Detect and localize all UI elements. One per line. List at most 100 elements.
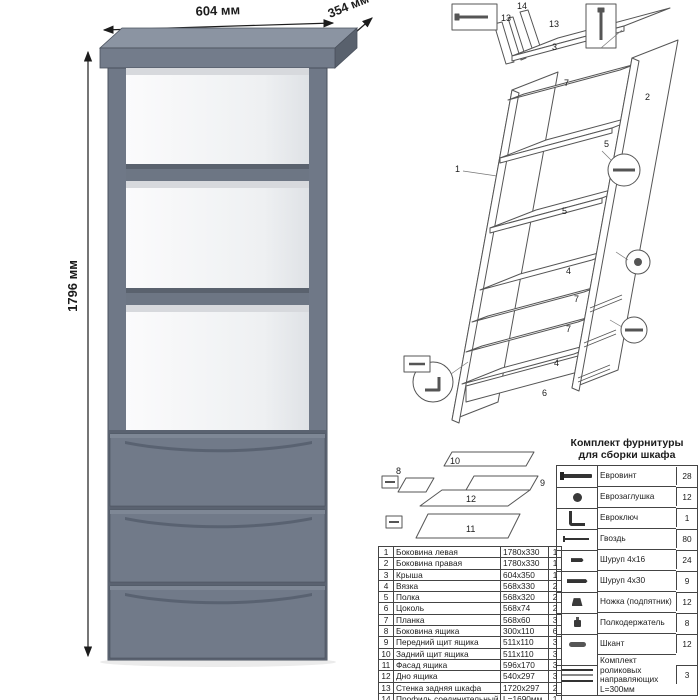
width-dimension-label: 604 мм [195, 2, 240, 19]
shelf [126, 164, 309, 188]
part-name: Профиль соединительный [393, 692, 500, 700]
part-qty: 3 [548, 613, 561, 626]
hardware-name: Шуруп 4x30 [597, 570, 676, 592]
exploded-assembly-diagram: 13 14 13 3 7 2 5 1 5 4 7 7 4 6 10 8 9 12… [381, 1, 679, 539]
top-inner-shadow [126, 68, 309, 75]
part-size: 1780x330 [500, 547, 548, 558]
part-name: Боковина ящика [393, 625, 500, 637]
hardware-icon-cell [557, 467, 597, 485]
part-number-label: 8 [396, 466, 401, 476]
part-number-label: 5 [604, 139, 609, 149]
parts-row: 10 Задний щит ящика 511x110 3 [379, 647, 561, 659]
hardware-row: Гвоздь 80 [557, 528, 697, 550]
hardware-icon-cell [557, 529, 597, 548]
part-number: 14 [379, 692, 393, 700]
hardware-icon-cell [557, 665, 597, 684]
cabinet-top-front [99, 47, 336, 69]
part-name: Дно ящика [393, 670, 500, 682]
part-size: 568x320 [500, 591, 548, 603]
hardware-qty: 9 [676, 571, 697, 591]
euroscrew-callout-circle [607, 153, 641, 187]
parts-row: 14 Профиль соединительный L=1690мм 1 [379, 692, 561, 700]
parts-row: 12 Дно ящика 540x297 3 [379, 670, 561, 682]
part-number-label: 6 [542, 388, 547, 398]
part-qty: 3 [548, 636, 561, 648]
hardware-name: Гвоздь [597, 528, 676, 550]
part-number-labels: 13 14 13 3 7 2 5 1 5 4 7 7 4 6 [455, 1, 650, 398]
part-size: 1720x297 [500, 681, 548, 693]
hardware-name: Комплект роликовых направляющих L=300мм [597, 654, 676, 696]
hardware-name: Шуруп 4x16 [597, 549, 676, 571]
part-number: 11 [379, 658, 393, 670]
hardware-row: Шуруп 4x30 9 [557, 570, 697, 592]
hardware-icon-cell [557, 487, 597, 506]
roller-guides-icon [561, 668, 593, 682]
part-number: 7 [379, 613, 393, 625]
part-name: Вязка [393, 579, 500, 592]
parts-row: 11 Фасад ящика 596x170 3 [379, 658, 561, 671]
part-number-label: 12 [466, 494, 476, 504]
part-number: 2 [379, 557, 393, 568]
hardware-kit-panel: Комплект фурнитуры для сборки шкафа Евро… [556, 437, 698, 697]
screw-callout-box [385, 515, 403, 529]
part-qty: 3 [548, 670, 561, 682]
cabinet-body [98, 27, 359, 667]
hardware-kit-title-line1: Комплект фурнитуры [570, 437, 684, 449]
hardware-icon-cell [557, 508, 597, 527]
dowel-icon [568, 641, 586, 647]
hardware-icon-cell [557, 634, 597, 653]
part-number-label: 3 [552, 42, 557, 52]
shelf-support-icon [573, 616, 581, 627]
part-size: 300x110 [500, 625, 548, 637]
hardware-name: Шкант [597, 633, 676, 655]
part-qty: 2 [548, 602, 561, 614]
part-number-label: 10 [450, 456, 460, 466]
part-number: 9 [379, 636, 393, 647]
part-number-label: 4 [554, 358, 559, 368]
part-number-label: 7 [564, 78, 569, 88]
hardware-qty: 24 [676, 550, 697, 570]
drawer-front [109, 509, 326, 583]
part-name: Передний щит ящика [393, 636, 500, 648]
part-size: 1780x330 [500, 557, 548, 569]
hardware-qty: 12 [676, 634, 697, 654]
hardware-row: Шуруп 4x16 24 [557, 549, 697, 571]
part-size: 568x60 [500, 613, 548, 626]
part-size: L=1690мм [500, 692, 548, 700]
part-name: Фасад ящика [393, 658, 500, 671]
hardware-name: Ножка (подпятник) [597, 591, 676, 613]
eurokey-callout-circle [403, 355, 454, 403]
part-size: 568x74 [500, 602, 548, 614]
drawer-back-panel [443, 451, 535, 467]
hardware-name: Евровинт [597, 466, 676, 487]
parts-row: 1 Боковина левая 1780x330 1 [379, 547, 561, 558]
hardware-qty: 8 [676, 613, 697, 633]
hardware-qty: 12 [676, 487, 697, 507]
part-number: 4 [379, 579, 393, 591]
parts-row: 3 Крыша 604x350 1 [379, 568, 561, 580]
part-qty: 1 [548, 692, 561, 700]
back-panel [126, 68, 309, 430]
leader-lines [450, 29, 629, 375]
part-size: 511x110 [500, 647, 548, 659]
drawer-bottom-panel [419, 489, 531, 507]
hardware-qty: 1 [676, 508, 697, 528]
hardware-kit-title: Комплект фурнитуры для сборки шкафа [556, 437, 698, 461]
part-number: 12 [379, 670, 393, 681]
hardware-qty: 28 [676, 467, 697, 486]
screw-callout-box [381, 475, 399, 489]
part-qty: 2 [548, 579, 561, 592]
part-number-label: 7 [566, 324, 571, 334]
part-qty: 1 [548, 557, 561, 569]
hardware-row: Комплект роликовых направляющих L=300мм … [557, 654, 697, 696]
parts-row: 2 Боковина правая 1780x330 1 [379, 557, 561, 569]
part-size: 511x110 [500, 636, 548, 648]
part-qty: 6 [548, 625, 561, 637]
height-dimension-label: 1796 мм [65, 260, 80, 312]
eurocap-icon [572, 492, 582, 502]
eurokey-icon [569, 510, 585, 526]
hardware-icon-cell [557, 613, 597, 632]
screw-4x16-icon [570, 558, 584, 563]
part-qty: 3 [548, 658, 561, 671]
